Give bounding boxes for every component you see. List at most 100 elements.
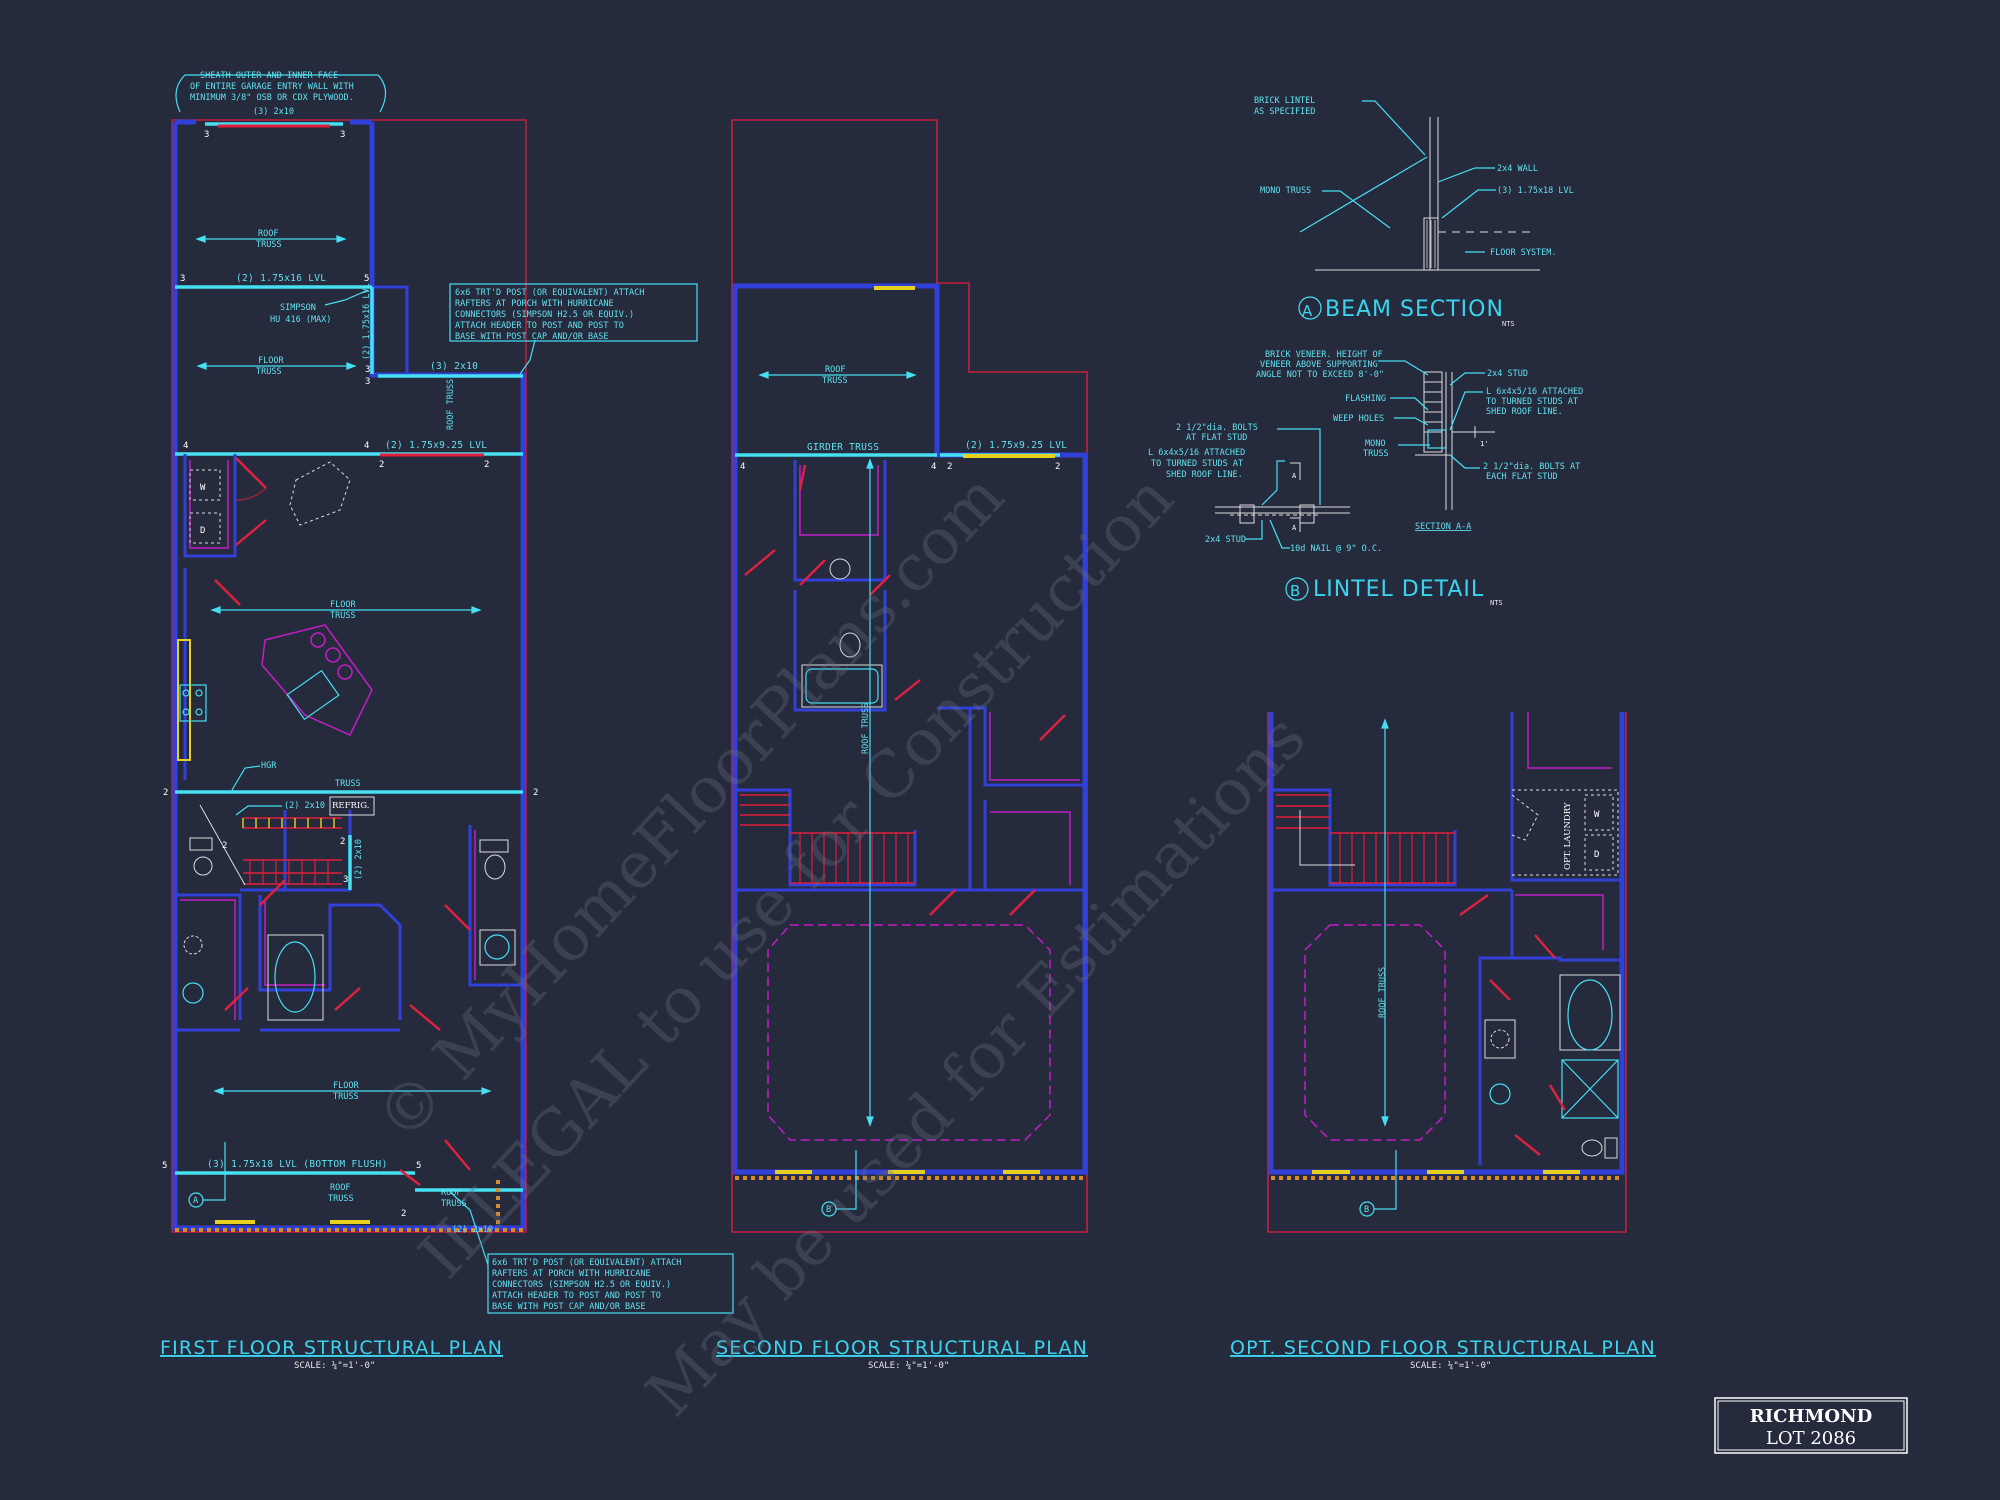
wall-label: 2x4 WALL: [1497, 164, 1538, 174]
bolts-left-1: 2 1/2"dia. BOLTS: [1176, 423, 1258, 433]
opt-washer-label: W: [1594, 810, 1600, 820]
section-mark-top: A: [1292, 472, 1297, 480]
post-note-top-line: CONNECTORS (SIMPSON H2.5 OR EQUIV.): [455, 310, 634, 320]
section-aa-label: SECTION A-A: [1415, 522, 1471, 532]
svg-text:3: 3: [365, 377, 370, 387]
roof-truss-label-2f-b: TRUSS: [822, 376, 848, 386]
mono-label: MONO: [1365, 439, 1385, 449]
floor-truss-label: FLOOR: [258, 356, 284, 366]
dryer-label: D: [200, 526, 205, 536]
callout-a: A: [193, 1196, 198, 1206]
post-note-bottom-line: 6x6 TRT'D POST (OR EQUIVALENT) ATTACH: [492, 1258, 681, 1268]
svg-text:5: 5: [364, 274, 369, 284]
floor-truss-b-2: TRUSS: [330, 611, 356, 621]
svg-text:4: 4: [183, 441, 188, 451]
simpson-label-2: HU 416 (MAX): [270, 315, 331, 325]
opt-second-floor-plan: W D OPT. LAUNDRY: [1230, 712, 1655, 1371]
sheath-note-1: SHEATH OUTER AND INNER FACE: [200, 71, 338, 81]
lintel-detail: 1' A A BRICK VENEER. HEIGHT OF VENEER AB…: [1148, 350, 1583, 607]
opt-dryer-label: D: [1594, 850, 1599, 860]
roof-truss-label-2: TRUSS: [256, 240, 282, 250]
girder-truss-label: GIRDER TRUSS: [807, 442, 879, 453]
hgr-label: HGR: [261, 761, 277, 771]
opt-second-floor-scale: SCALE: ¼"=1'-0": [1410, 1361, 1491, 1371]
angle-left-1: L 6x4x5/16 ATTACHED: [1148, 448, 1245, 458]
angle-right-2: TO TURNED STUDS AT: [1486, 397, 1578, 407]
bolts-right-2: EACH FLAT STUD: [1486, 472, 1558, 482]
svg-text:2: 2: [1055, 462, 1060, 472]
post-note-top-line: 6x6 TRT'D POST (OR EQUIVALENT) ATTACH: [455, 288, 644, 298]
opt-callout-b: B: [1364, 1205, 1369, 1215]
truss-label: TRUSS: [335, 779, 361, 789]
opt-roof-truss-vertical: ROOF TRUSS: [1378, 967, 1388, 1018]
refrig-label: REFRIG.: [332, 801, 369, 811]
lot-number: LOT 2086: [1766, 1428, 1856, 1449]
post-note-bottom-line: RAFTERS AT PORCH WITH HURRICANE: [492, 1269, 651, 1279]
roof-truss-label: ROOF: [258, 229, 278, 239]
svg-text:3: 3: [340, 130, 345, 140]
sheath-note-3: MINIMUM 3/8" OSB OR CDX PLYWOOD.: [190, 93, 354, 103]
lvl-label-2f: (2) 1.75x9.25 LVL: [965, 440, 1067, 451]
lintel-title: LINTEL DETAIL: [1313, 577, 1484, 602]
brick-veneer-2: VENEER ABOVE SUPPORTING: [1260, 360, 1378, 370]
post-note-top-line: RAFTERS AT PORCH WITH HURRICANE: [455, 299, 614, 309]
roof-truss-label-2f: ROOF: [825, 365, 845, 375]
lvl-section-label: (3) 1.75x18 LVL: [1497, 186, 1574, 196]
roof-truss-e: ROOF: [441, 1188, 461, 1198]
svg-text:2: 2: [340, 837, 345, 847]
section-mark-bottom: A: [1292, 524, 1297, 532]
svg-text:3: 3: [365, 365, 370, 375]
beam-section-title: BEAM SECTION: [1325, 297, 1504, 322]
floor-truss-label-2: TRUSS: [256, 367, 282, 377]
svg-text:2: 2: [947, 462, 952, 472]
svg-text:4: 4: [931, 462, 936, 472]
lintel-nts: NTS: [1490, 599, 1503, 607]
header-porch: (2) 2x10: [452, 1225, 493, 1235]
header-2x10: (2) 2x10: [284, 801, 325, 811]
svg-text:2: 2: [533, 788, 538, 798]
weep-holes-label: WEEP HOLES: [1333, 414, 1384, 424]
lvl-9-label: (2) 1.75x9.25 LVL: [385, 440, 487, 451]
svg-text:2: 2: [484, 460, 489, 470]
mono-label-2: TRUSS: [1363, 449, 1389, 459]
roof-truss-d: ROOF: [330, 1183, 350, 1193]
bolts-right-1: 2 1/2"dia. BOLTS AT: [1483, 462, 1580, 472]
angle-right-1: L 6x4x5/16 ATTACHED: [1486, 387, 1583, 397]
svg-text:2: 2: [401, 1209, 406, 1219]
first-floor-scale: SCALE: ¼"=1'-0": [294, 1361, 375, 1371]
post-note-top: 6x6 TRT'D POST (OR EQUIVALENT) ATTACH RA…: [455, 288, 644, 342]
floor-truss-b: FLOOR: [330, 600, 356, 610]
header-mid-label: (3) 2x10: [430, 361, 478, 372]
brick-veneer-1: BRICK VENEER. HEIGHT OF: [1265, 350, 1383, 360]
brick-veneer-3: ANGLE NOT TO EXCEED 8'-0": [1256, 370, 1384, 380]
project-name: RICHMOND: [1750, 1406, 1872, 1427]
brick-lintel-label: BRICK LINTEL: [1254, 96, 1315, 106]
post-note-bottom: 6x6 TRT'D POST (OR EQUIVALENT) ATTACH RA…: [492, 1258, 681, 1312]
header-top-label: (3) 2x10: [253, 107, 294, 117]
second-floor-scale: SCALE: ¼"=1'-0": [868, 1361, 949, 1371]
simpson-label: SIMPSON: [280, 303, 316, 313]
lintel-marker: B: [1290, 582, 1301, 600]
stud-left-label: 2x4 STUD: [1205, 535, 1246, 545]
svg-text:5: 5: [416, 1161, 421, 1171]
roof-truss-vertical-2f: ROOF TRUSS: [861, 703, 871, 754]
svg-text:2: 2: [163, 788, 168, 798]
sheath-note-2: OF ENTIRE GARAGE ENTRY WALL WITH: [190, 82, 354, 92]
floor-truss-c-2: TRUSS: [333, 1092, 359, 1102]
svg-text:5: 5: [162, 1161, 167, 1171]
post-note-bottom-line: CONNECTORS (SIMPSON H2.5 OR EQUIV.): [492, 1280, 671, 1290]
svg-text:3: 3: [343, 875, 348, 885]
second-floor-title: SECOND FLOOR STRUCTURAL PLAN: [716, 1337, 1088, 1359]
angle-left-3: SHED ROOF LINE.: [1166, 470, 1243, 480]
nail-label: 10d NAIL @ 9" O.C.: [1290, 544, 1382, 554]
beam-section-nts: NTS: [1502, 320, 1515, 328]
lvl-vertical-label: (2) 1.75x16 LVL: [362, 283, 372, 360]
lvl-label: (2) 1.75x16 LVL: [236, 273, 326, 284]
first-floor-title: FIRST FLOOR STRUCTURAL PLAN: [160, 1337, 503, 1359]
roof-truss-vertical: ROOF TRUSS: [446, 379, 456, 430]
post-note-top-line: ATTACH HEADER TO POST AND POST TO: [455, 321, 624, 331]
watermark-line-1: © MyHomeFloorPlans.com: [363, 460, 1019, 1156]
svg-text:4: 4: [740, 462, 745, 472]
